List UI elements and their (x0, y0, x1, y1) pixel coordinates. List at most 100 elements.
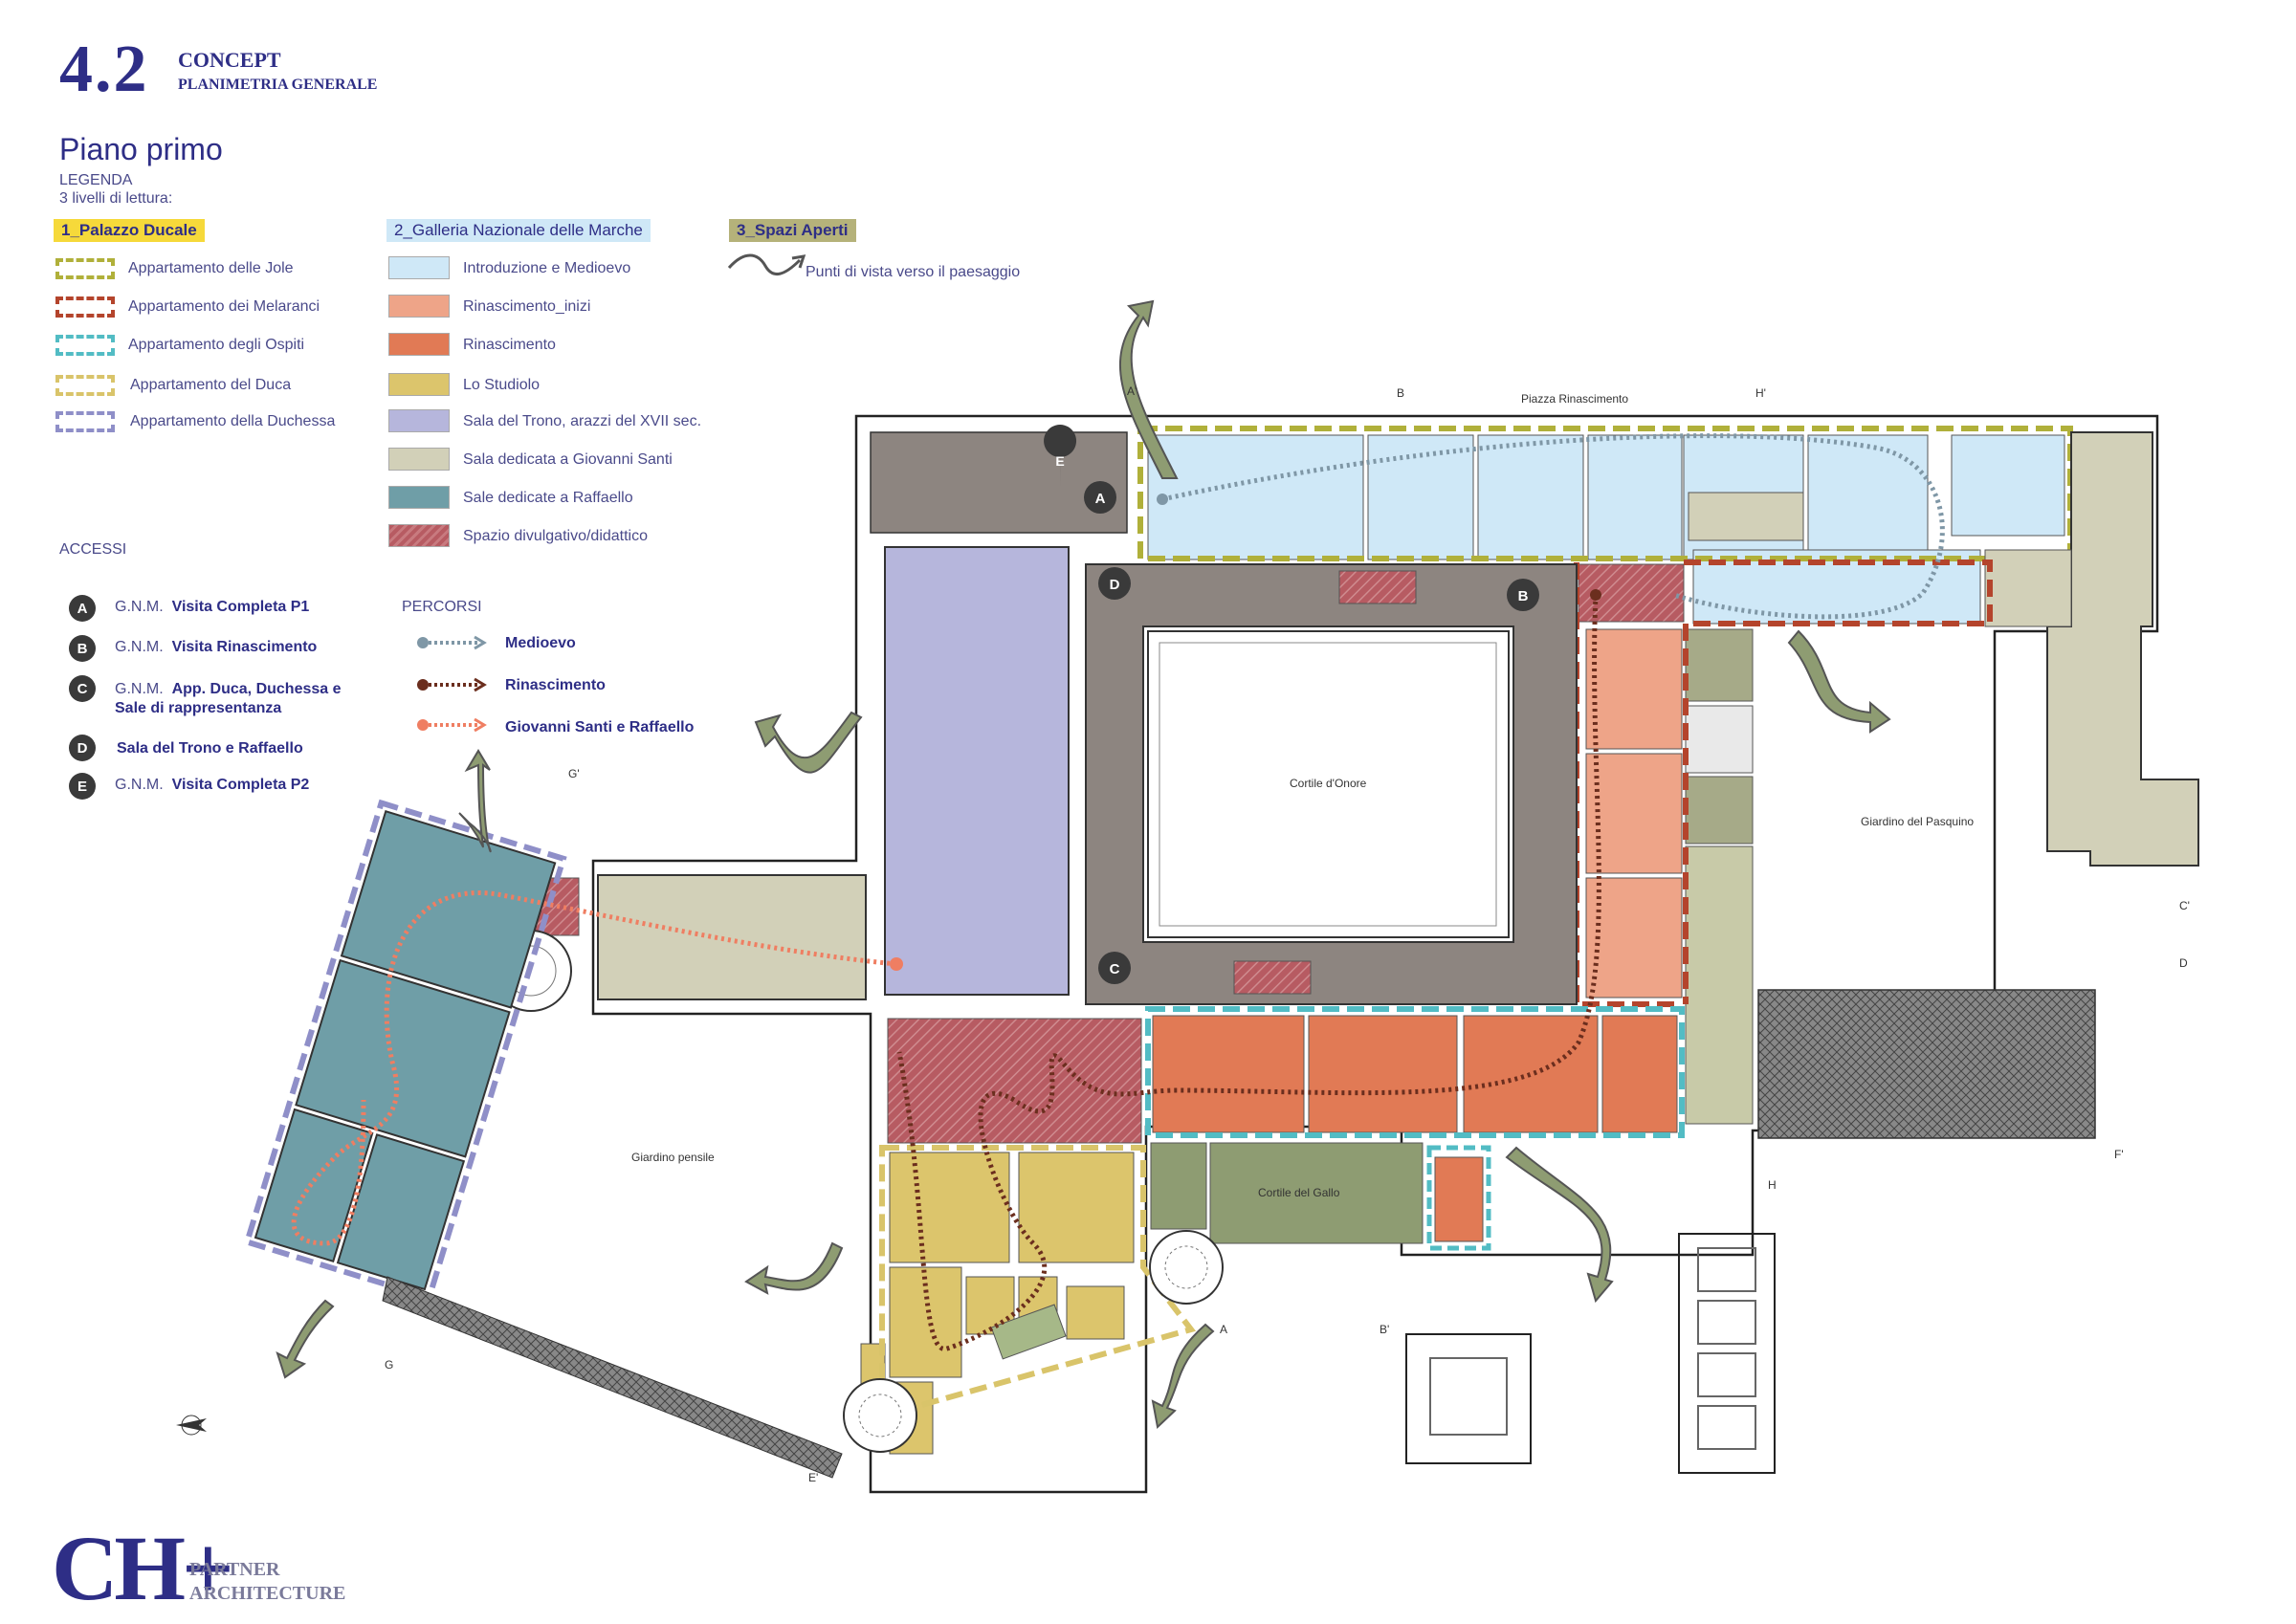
access-e: G.N.M. Visita Completa P2 (115, 777, 310, 793)
category-galleria: 2_Galleria Nazionale delle Marche (386, 219, 651, 242)
logo-mark: CH+ (52, 1517, 234, 1619)
route-rinascimento (896, 594, 1601, 1351)
access-c-line2: Sale di rappresentanza (115, 700, 282, 716)
access-b: G.N.M. Visita Rinascimento (115, 639, 318, 655)
swatch-jole (55, 258, 115, 279)
access-c: G.N.M. App. Duca, Duchessa e (115, 681, 342, 697)
swatch-melaranci (55, 296, 115, 318)
room-medioevo-1 (1147, 434, 1364, 560)
route-medioevo (1161, 433, 1945, 620)
room-medioevo-7 (1951, 434, 2065, 537)
swatch-duchessa (55, 411, 115, 432)
south-wing (887, 1006, 1685, 1251)
section-b: B (1397, 386, 1405, 400)
section-c-prime: C' (2179, 899, 2190, 912)
stair-hall-north (870, 431, 1128, 534)
east-building (1984, 431, 2199, 867)
north-arrow-icon (176, 1415, 207, 1436)
duca-apartment (843, 1145, 1224, 1455)
route-rinascimento-symbol (417, 677, 487, 692)
section-title: CONCEPT (178, 48, 281, 72)
percorsi-symbols (417, 635, 487, 733)
section-subtitle: PLANIMETRIA GENERALE (178, 77, 378, 93)
label-jole: Appartamento delle Jole (128, 260, 294, 276)
label-melaranci: Appartamento dei Melaranci (128, 298, 320, 315)
label-duchessa: Appartamento della Duchessa (130, 413, 336, 429)
logo-line-2: ARCHITECTURE (189, 1583, 346, 1604)
swatch-raffaello (388, 486, 450, 509)
cortile-del-gallo (1209, 1142, 1424, 1244)
route-raffaello (291, 890, 897, 1246)
legend-subtitle: 3 livelli di lettura: (59, 190, 173, 207)
swatch-didattico (388, 524, 450, 547)
label-viewpoints: Punti di vista verso il paesaggio (806, 264, 1021, 280)
swatch-rinascimento (388, 333, 450, 356)
room-medioevo-4 (1587, 434, 1683, 560)
legend-title: LEGENDA (59, 172, 133, 188)
svg-text:D: D (1110, 577, 1120, 593)
swatch-sala-trono (388, 409, 450, 432)
label-giardino-pasquino: Giardino del Pasquino (1861, 815, 1975, 828)
route-medioevo-label: Medioevo (505, 635, 576, 651)
label-cortile-gallo: Cortile del Gallo (1258, 1186, 1340, 1199)
section-b-prime: B' (1380, 1323, 1390, 1336)
label-rinascimento: Rinascimento (463, 337, 556, 353)
route-medioevo-symbol (417, 635, 487, 650)
label-piazza-rinascimento: Piazza Rinascimento (1521, 392, 1629, 406)
access-badge-c: C (69, 675, 96, 702)
svg-text:A: A (1095, 491, 1106, 507)
swatch-duca (55, 375, 115, 396)
swatch-rinascimento-inizi (388, 295, 450, 318)
label-ospiti: Appartamento degli Ospiti (128, 337, 305, 353)
section-number: 4.2 (59, 33, 149, 106)
roof-building (1757, 989, 2096, 1139)
floor-title: Piano primo (59, 132, 223, 166)
didattico-south (887, 1018, 1142, 1144)
room-medioevo-6 (1807, 434, 1929, 560)
route-raffaello-symbol (417, 717, 487, 733)
swatch-medioevo (388, 256, 450, 279)
section-e-prime: E' (808, 1471, 819, 1484)
percorsi-title: PERCORSI (402, 599, 482, 615)
svg-text:E: E (1055, 453, 1064, 469)
access-badge-d: D (69, 735, 96, 761)
label-duca: Appartamento del Duca (130, 377, 292, 393)
section-a: A (1220, 1323, 1228, 1336)
section-h: H (1768, 1178, 1777, 1192)
access-marker-e: E (1044, 425, 1077, 488)
sala-del-trono (884, 546, 1070, 996)
label-didattico: Spazio divulgativo/didattico (463, 528, 649, 544)
label-studiolo: Lo Studiolo (463, 377, 541, 393)
stair-small (1688, 492, 1804, 541)
access-a: G.N.M. Visita Completa P1 (115, 599, 310, 615)
melaranci-dashed-outline (1574, 560, 1993, 1007)
section-h-prime: H' (1755, 386, 1766, 400)
east-wing (1574, 560, 1993, 1125)
label-cortile-onore: Cortile d'Onore (1290, 777, 1367, 790)
svg-text:C: C (1110, 961, 1120, 977)
access-marker-a: A (1084, 481, 1116, 514)
access-badge-b: B (69, 635, 96, 662)
section-a-prime: A' (1127, 384, 1137, 398)
west-wing (243, 799, 867, 1479)
section-d: D (2179, 956, 2188, 970)
swatch-giovanni-santi (388, 448, 450, 471)
category-spazi-aperti: 3_Spazi Aperti (729, 219, 856, 242)
swatch-ospiti (55, 335, 115, 356)
access-marker-c: C (1098, 952, 1131, 984)
ospiti-dashed-outline (1145, 1006, 1685, 1138)
swatch-studiolo (388, 373, 450, 396)
route-raffaello-label: Giovanni Santi e Raffaello (505, 719, 695, 735)
annex-plans (1405, 1233, 1776, 1474)
label-raffaello: Sale dedicate a Raffaello (463, 490, 633, 506)
svg-text:B: B (1518, 588, 1529, 604)
access-badge-e: E (69, 773, 96, 800)
logo-line-1: PARTNER (189, 1559, 280, 1580)
label-sala-trono: Sala del Trono, arazzi del XVII sec. (463, 413, 702, 429)
section-f-prime: F' (2114, 1148, 2124, 1161)
access-marker-d: D (1098, 567, 1131, 600)
category-palazzo-ducale: 1_Palazzo Ducale (54, 219, 205, 242)
access-marker-b: B (1507, 579, 1539, 611)
accessi-title: ACCESSI (59, 541, 127, 558)
